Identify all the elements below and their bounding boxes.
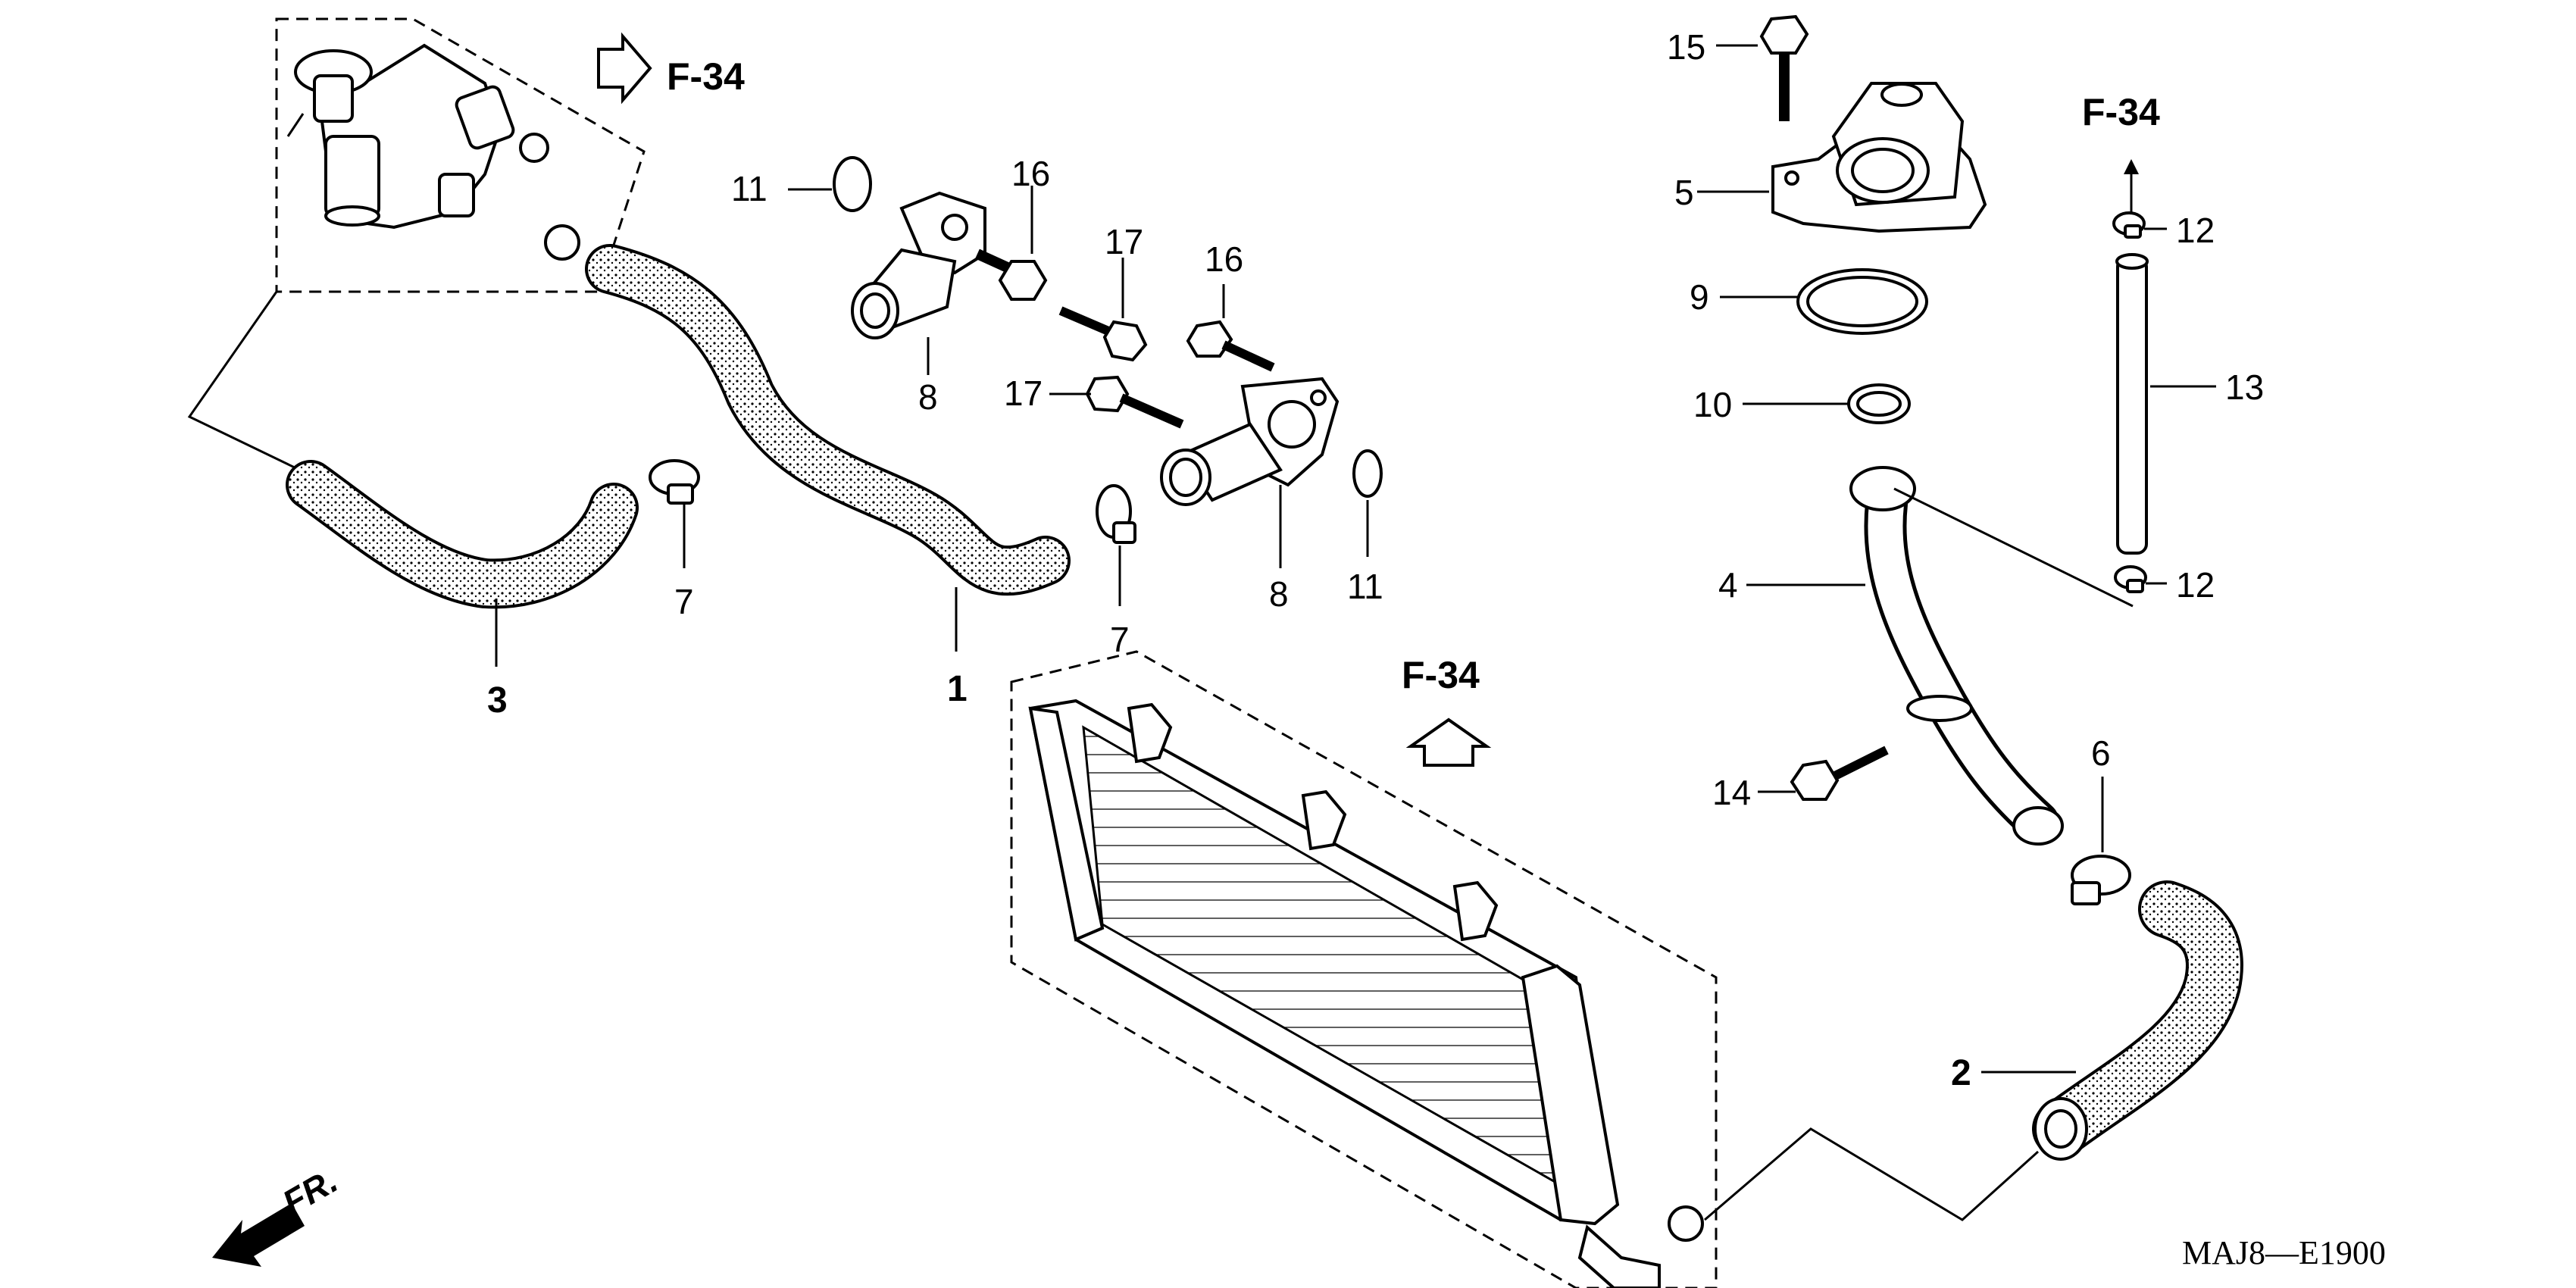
callout-2: 2 [1951, 1053, 1971, 1093]
water-joint-8-upper [851, 191, 986, 339]
gasket-9 [1796, 268, 1928, 335]
callout-11-upper: 11 [731, 169, 767, 208]
hose-2 [2032, 880, 2243, 1161]
bolt-14 [1790, 746, 1889, 801]
front-direction-arrow-icon [212, 1203, 305, 1267]
reference-label: F-34 [1402, 654, 1480, 696]
hose-3 [286, 460, 639, 609]
callout-17-lower: 17 [1004, 374, 1043, 413]
bolt-17-upper [1058, 306, 1148, 362]
callout-6: 6 [2091, 733, 2111, 773]
callout-1: 1 [947, 669, 968, 709]
callout-15: 15 [1667, 27, 1705, 67]
reference-f34-top-right: F-34 [2082, 91, 2160, 216]
bolt-16-upper [975, 249, 1048, 301]
reference-label: F-34 [667, 55, 745, 98]
bolt-17-lower [1085, 375, 1184, 429]
reference-arrow-icon [597, 32, 652, 105]
o-ring-10 [1847, 383, 1911, 424]
water-pipe-4 [1849, 466, 2064, 846]
reservoir-dashed-outline [275, 17, 646, 293]
callout-12-upper: 12 [2176, 211, 2215, 250]
callout-16-lower: 16 [1205, 239, 1243, 279]
callout-12-lower: 12 [2176, 565, 2215, 605]
reference-arrow-icon [1405, 717, 1492, 767]
callout-5: 5 [1674, 173, 1694, 212]
radiator-dashed-outline [1010, 650, 1718, 1288]
callout-8-lower: 8 [1269, 574, 1289, 614]
hose-1 [585, 244, 1071, 596]
radiator [1028, 699, 1704, 1288]
water-joint-8-lower [1160, 377, 1340, 506]
o-ring-11-lower [1352, 449, 1383, 498]
front-direction-indicator: FR. [212, 1161, 344, 1267]
thermostat-cover-5 [1771, 82, 1987, 233]
callout-8-upper: 8 [918, 377, 938, 417]
callout-13: 13 [2225, 367, 2264, 407]
hose-clamp-12-upper [2112, 211, 2146, 239]
callout-7-middle: 7 [1110, 620, 1130, 659]
hose-clamp-6 [2071, 855, 2131, 905]
callout-4: 4 [1718, 565, 1738, 605]
reservoir-tank-group [187, 17, 646, 471]
hose-clamp-7-left [649, 459, 700, 505]
hose-clamp-7-middle [1096, 484, 1136, 544]
o-ring-11-upper [833, 156, 872, 212]
bolt-15 [1759, 14, 1809, 121]
reference-f34-top-left: F-34 [597, 32, 745, 105]
reservoir-tank [286, 43, 580, 261]
callout-17-upper: 17 [1105, 222, 1143, 261]
callout-10: 10 [1693, 385, 1732, 424]
breather-tube-13 [2115, 253, 2149, 555]
callout-9: 9 [1690, 277, 1709, 317]
bolt-16-lower [1186, 320, 1275, 372]
radiator-group [1010, 650, 2040, 1288]
callout-3: 3 [487, 680, 508, 721]
callout-16-upper: 16 [1011, 154, 1050, 193]
reference-label: F-34 [2082, 91, 2160, 133]
diagram-code: MAJ8—E1900 [2182, 1234, 2386, 1271]
hose-clamp-12-lower [2114, 565, 2147, 593]
callout-11-lower: 11 [1347, 567, 1383, 606]
callout-7-left: 7 [674, 582, 694, 621]
reference-f34-center: F-34 [1402, 654, 1492, 767]
callout-14: 14 [1712, 773, 1751, 812]
